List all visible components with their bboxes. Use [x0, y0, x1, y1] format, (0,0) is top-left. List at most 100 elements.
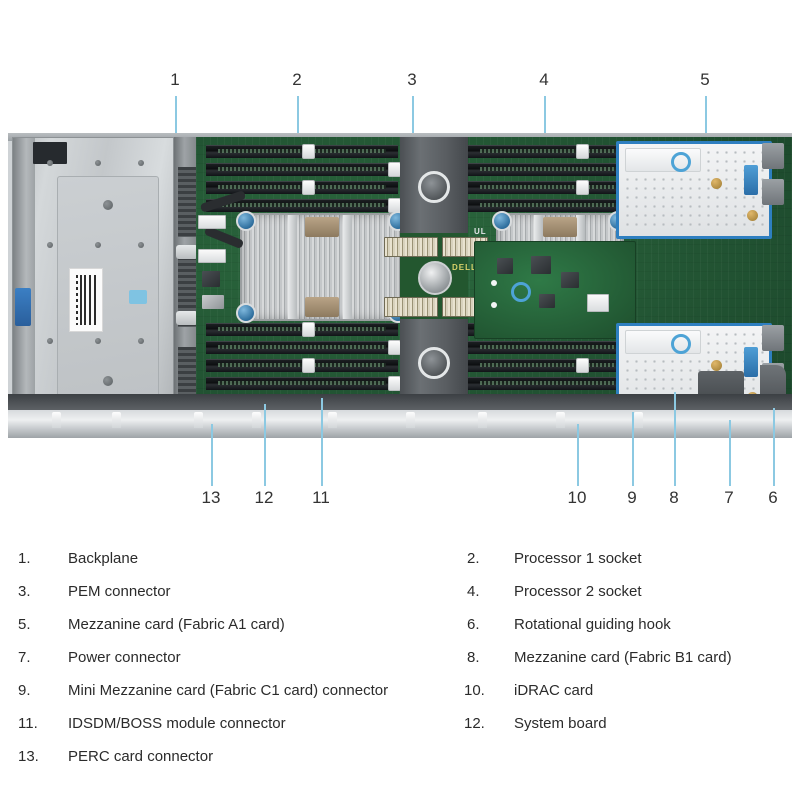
rail-clip — [478, 412, 487, 428]
backplane-module — [12, 137, 174, 436]
rail-clip — [556, 412, 565, 428]
bay-screw — [138, 160, 144, 166]
callout-leader-8 — [674, 392, 676, 486]
idrac-card — [474, 241, 636, 339]
heatsink-screw — [236, 211, 256, 231]
rail-clip — [406, 412, 415, 428]
callout-number-12: 12 — [254, 488, 274, 507]
legend-row: 7. Power connector 8. Mezzanine card (Fa… — [0, 639, 800, 677]
legend-row: 1. Backplane 2. Processor 1 socket — [0, 540, 800, 578]
dimm-slot — [468, 181, 664, 194]
callout-leader-10 — [577, 424, 579, 486]
mezzanine-ring-marker — [671, 152, 691, 172]
idrac-screw — [491, 302, 497, 308]
chassis-bracket — [176, 245, 198, 259]
system-board-diagram: 1 2 3 4 5 — [8, 70, 792, 507]
dimm-latch — [302, 144, 315, 159]
bay-screw — [103, 200, 113, 210]
bay-blue-sticker — [129, 290, 147, 304]
callout-leader-11 — [321, 398, 323, 486]
cable-connector — [198, 215, 226, 229]
callout-number-7: 7 — [724, 488, 734, 507]
callout-number-1: 1 — [170, 70, 180, 89]
board-chip — [202, 295, 224, 309]
legend-number: 7. — [18, 649, 31, 666]
legend-row: 9. Mini Mezzanine card (Fabric C1 card) … — [0, 672, 800, 710]
bay-screw — [47, 242, 53, 248]
rail-clip — [194, 412, 203, 428]
dimm-slot — [206, 341, 398, 354]
rail-clip — [252, 412, 261, 428]
chassis-vent-slot — [178, 257, 196, 327]
callout-number-13: 13 — [201, 488, 221, 507]
bay-screw — [103, 376, 113, 386]
legend-row: 13. PERC card connector — [0, 738, 800, 776]
callout-number-10: 10 — [567, 488, 587, 507]
rail-clip — [634, 412, 643, 428]
callout-number-6: 6 — [768, 488, 778, 507]
callout-leader-9 — [632, 412, 634, 486]
heatsink-cap — [305, 297, 339, 317]
callout-number-4: 4 — [539, 70, 549, 89]
legend-label: System board — [514, 715, 607, 732]
legend-number: 2. — [467, 550, 480, 567]
regulatory-silkscreen: UL — [474, 227, 487, 236]
bay-screw — [47, 338, 53, 344]
legend-number: 10. — [464, 682, 485, 699]
vendor-silkscreen: DELL — [452, 263, 477, 272]
legend-label: Mezzanine card (Fabric A1 card) — [68, 616, 285, 633]
callout-number-2: 2 — [292, 70, 302, 89]
legend-label: PERC card connector — [68, 748, 214, 765]
mezzanine-screw — [711, 178, 722, 189]
mezzanine-a1-tab — [762, 143, 784, 169]
server-board-photo: DELL UL — [8, 133, 792, 438]
legend-number: 12. — [464, 715, 485, 732]
legend-number: 8. — [467, 649, 480, 666]
dimm-slot — [468, 199, 664, 212]
legend-label: Mini Mezzanine card (Fabric C1 card) con… — [68, 682, 389, 699]
rail-clip — [112, 412, 121, 428]
dimm-slot — [206, 377, 398, 390]
legend-label: PEM connector — [68, 583, 171, 600]
callout-leader-12 — [264, 404, 266, 486]
legend-number: 11. — [18, 715, 38, 732]
dimm-latch — [576, 358, 589, 373]
callout-leader-6 — [773, 408, 775, 486]
callout-leader-7 — [729, 420, 731, 486]
bay-screw — [138, 242, 144, 248]
legend-label: iDRAC card — [514, 682, 594, 699]
idrac-chip — [531, 256, 551, 274]
bay-dark-tab — [33, 142, 67, 164]
heatsink-spine — [343, 215, 352, 319]
dimm-latch — [302, 180, 315, 195]
dimm-latch — [302, 322, 315, 337]
chassis-dark-rail — [8, 394, 792, 410]
legend-row: 11. IDSDM/BOSS module connector 12. Syst… — [0, 705, 800, 743]
mezzanine-a1-tab — [762, 179, 784, 205]
legend-number: 5. — [18, 616, 31, 633]
board-chip — [202, 271, 220, 287]
legend-label: Rotational guiding hook — [514, 616, 671, 633]
callout-number-8: 8 — [669, 488, 679, 507]
legend-row: 3. PEM connector 4. Processor 2 socket — [0, 573, 800, 611]
callout-number-11: 11 — [312, 488, 330, 507]
dimm-slot — [468, 341, 664, 354]
dimm-slot — [468, 145, 664, 158]
bay-screw — [95, 338, 101, 344]
legend-label: Processor 1 socket — [514, 550, 642, 567]
legend-label: Mezzanine card (Fabric B1 card) — [514, 649, 732, 666]
mezzanine-b1-tab — [762, 325, 784, 351]
legend-label: Processor 2 socket — [514, 583, 642, 600]
dimm-latch — [302, 358, 315, 373]
chassis-vent-slot — [178, 167, 196, 237]
bay-release-tab — [15, 288, 31, 326]
legend-number: 1. — [18, 550, 31, 567]
bay-screw — [138, 338, 144, 344]
idrac-standoff — [511, 282, 531, 302]
callout-number-9: 9 — [627, 488, 637, 507]
bay-barcode-label — [69, 268, 103, 332]
mezzanine-ring-marker — [671, 334, 691, 354]
rail-clip — [328, 412, 337, 428]
heatsink-spine — [288, 215, 297, 319]
dimm-slot — [468, 163, 664, 176]
